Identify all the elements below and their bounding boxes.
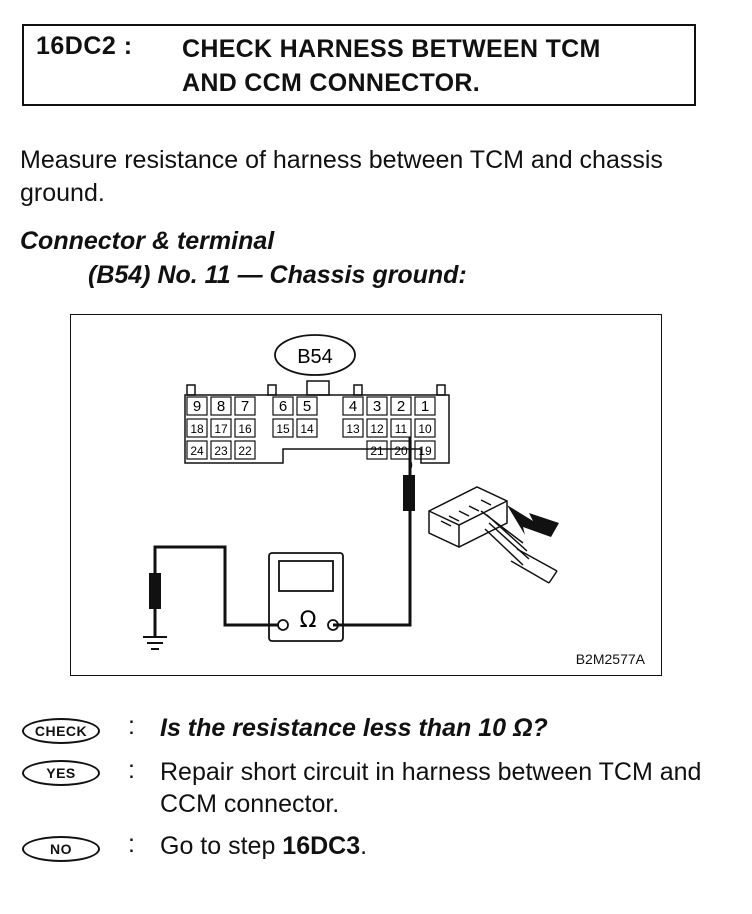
terminal-number: 6	[279, 398, 287, 415]
terminal-cell	[390, 418, 412, 438]
connector-label: B54	[297, 346, 333, 368]
terminal-number: 21	[370, 444, 384, 458]
terminal-number: 19	[418, 444, 432, 458]
terminal-number: 3	[373, 398, 381, 415]
terminal-number: 2	[397, 398, 405, 415]
terminal-cell	[186, 396, 208, 416]
connector-body	[184, 380, 450, 464]
step-title-box: 16DC2 : CHECK HARNESS BETWEEN TCM AND CC…	[22, 24, 696, 106]
check-badge: CHECK	[22, 718, 100, 744]
yes-colon: :	[128, 756, 135, 784]
terminal-cell	[414, 418, 436, 438]
terminal-cell	[186, 418, 208, 438]
probe-left	[149, 573, 161, 609]
connector-detail: (B54) No. 11 — Chassis ground:	[88, 261, 467, 289]
terminal-number: 15	[276, 422, 290, 436]
terminal-cell	[186, 440, 208, 460]
next-step-link: 16DC3	[282, 832, 361, 860]
step-title: CHECK HARNESS BETWEEN TCM AND CCM CONNEC…	[182, 32, 601, 100]
terminal-number: 23	[214, 444, 228, 458]
check-colon: :	[128, 712, 135, 740]
no-action-suffix: .	[360, 832, 368, 860]
terminal-cell	[366, 396, 388, 416]
terminal-number: 22	[238, 444, 252, 458]
probe-right	[403, 475, 415, 511]
terminal-cell	[210, 396, 232, 416]
connector-label-oval	[274, 334, 356, 376]
terminal-number: 14	[300, 422, 314, 436]
terminal-cell	[234, 396, 256, 416]
terminal-number: 13	[346, 422, 360, 436]
step-id: 16DC2 :	[36, 32, 133, 60]
terminal-number: 12	[370, 422, 384, 436]
terminal-number: 17	[214, 422, 228, 436]
instruction-text: Measure resistance of harness between TC…	[20, 146, 663, 207]
step-title-line2: AND CCM CONNECTOR.	[182, 69, 480, 97]
harness-wires	[153, 437, 412, 637]
no-badge: NO	[22, 836, 100, 862]
yes-action: Repair short circuit in harness between …	[160, 758, 702, 818]
terminal-cell	[342, 396, 364, 416]
terminal-cell	[296, 396, 318, 416]
terminal-number: 8	[217, 398, 225, 415]
ohm-symbol: Ω	[300, 608, 317, 633]
terminal-cell	[234, 440, 256, 460]
connector-heading: Connector & terminal	[20, 227, 275, 255]
no-action-prefix: Go to step	[160, 832, 283, 860]
terminal-number: 24	[190, 444, 204, 458]
terminal-number: 10	[418, 422, 432, 436]
terminal-number: 5	[303, 398, 311, 415]
terminal-number: 4	[349, 398, 357, 415]
probe-contact-mark: )	[409, 457, 413, 471]
mating-connector	[428, 486, 558, 584]
terminal-number: 9	[193, 398, 201, 415]
yes-badge: YES	[22, 760, 100, 786]
terminal-cell	[296, 418, 318, 438]
terminal-cell	[414, 440, 436, 460]
terminal-cell	[234, 418, 256, 438]
terminal-cell	[366, 418, 388, 438]
terminal-number: 11	[395, 422, 408, 436]
ohmmeter	[268, 552, 344, 642]
check-question: Is the resistance less than 10 Ω?	[160, 714, 548, 742]
terminal-cell	[272, 418, 294, 438]
terminal-cell	[272, 396, 294, 416]
terminal-cell	[366, 440, 388, 460]
no-colon: :	[128, 830, 135, 858]
terminal-number: 20	[394, 444, 408, 458]
terminal-cell	[210, 440, 232, 460]
terminal-cell	[342, 418, 364, 438]
ground-symbol	[143, 636, 167, 650]
step-title-line1: CHECK HARNESS BETWEEN TCM	[182, 35, 601, 63]
figure-code: B2M2577A	[575, 651, 645, 667]
terminal-number: 1	[421, 398, 429, 415]
terminal-cell	[414, 396, 436, 416]
terminal-number: 16	[238, 422, 252, 436]
terminal-number: 18	[190, 422, 204, 436]
arrow-icon	[507, 505, 559, 537]
no-action: Go to step 16DC3.	[160, 830, 720, 862]
terminal-number: 7	[241, 398, 249, 415]
terminal-cell	[390, 396, 412, 416]
terminal-cell	[210, 418, 232, 438]
